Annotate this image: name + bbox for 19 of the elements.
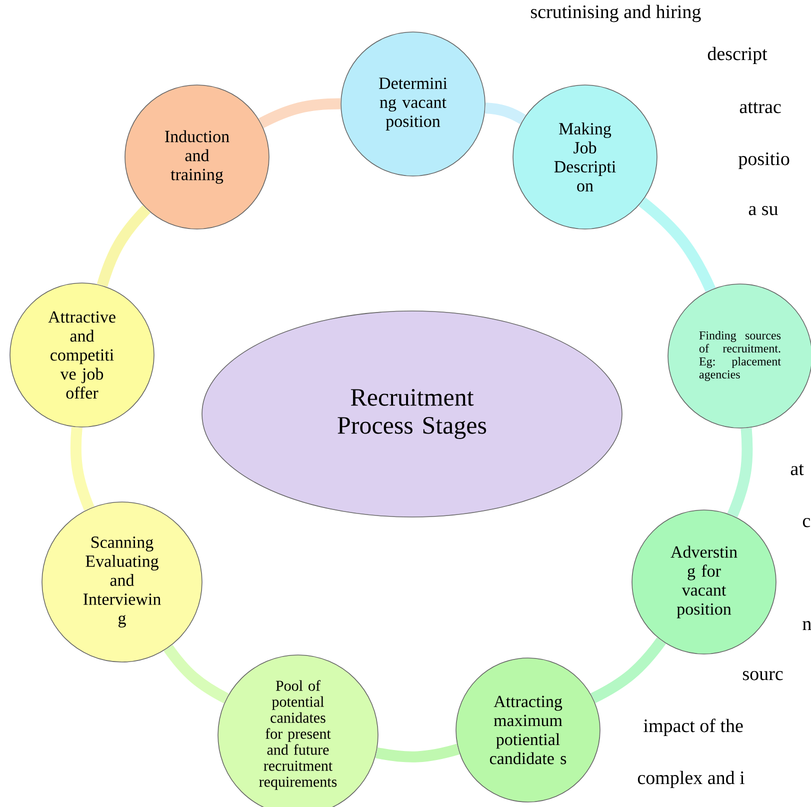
ring-connector [258,98,341,128]
ring-connector [638,197,716,292]
ring-connector [375,744,460,762]
ring-connector [70,426,94,511]
body-text-fragment: scrutinising and hiring [531,4,701,22]
ring-connector [727,428,753,518]
ring-connector [164,644,229,704]
ring-connector [484,102,526,124]
ring-connector [590,637,666,704]
body-text-fragment: positio [738,152,790,170]
body-text-fragment: descript [708,46,768,64]
body-text-fragment: n [802,621,811,630]
body-text-fragment: at [790,464,804,476]
body-text-fragment: complex and i [638,770,744,788]
ring-connector [96,205,151,288]
body-text-fragment: c [802,518,810,528]
body-text-fragment: impact of the [644,718,743,736]
body-text-fragment: attrac [740,102,781,114]
body-text-fragment: a su [748,206,778,216]
